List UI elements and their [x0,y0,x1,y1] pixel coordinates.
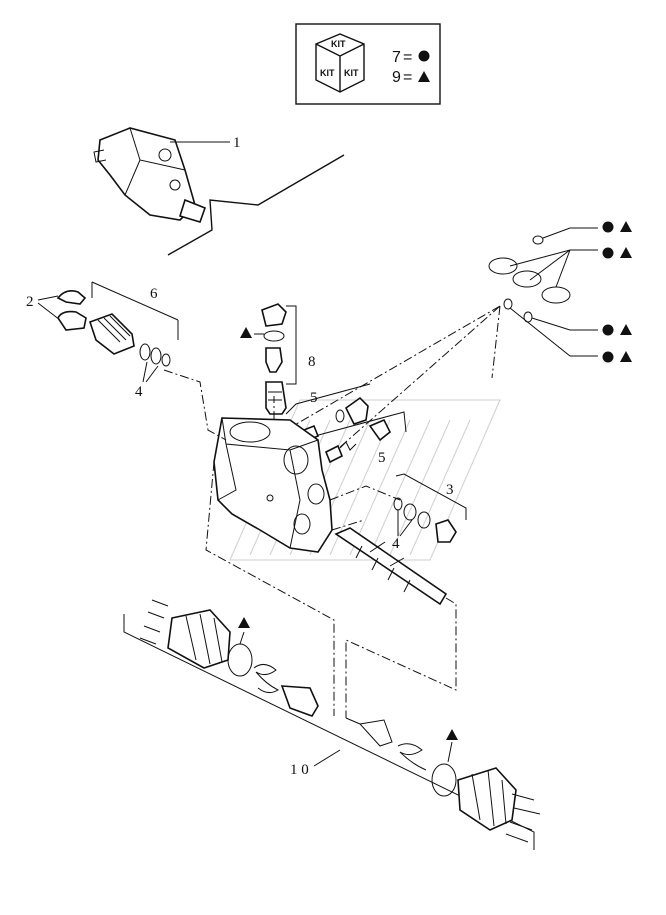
plug-stack: 8 5 [240,303,318,415]
kit-cube-top-label: KIT [331,39,346,49]
break-line [167,154,345,256]
callout-10: 1 0 [290,762,309,778]
bracket-6 [91,281,179,340]
callout-4a: 4 [135,384,143,400]
cartridge-group: 6 4 [88,281,179,400]
leader-2 [37,295,61,321]
kit9-symbol-c [620,324,632,335]
clamp-parts: 2 [26,290,87,331]
kit9-number: 9 [392,69,401,86]
callout-2: 2 [26,294,34,310]
kit7-symbol-b [602,247,614,259]
bracket-5 [285,383,407,441]
end-cap-left [123,599,535,850]
kit-cube-icon: KIT KIT KIT [315,33,365,93]
callout-1: 1 [233,135,241,151]
kit9-symbol-f [446,729,458,740]
kit-legend-box: KIT KIT KIT 7 = 9 = [295,23,441,105]
kit7-circle-icon [418,50,430,62]
valve-assembly-overview: 1 [93,127,241,223]
bracket-3 [395,473,467,520]
kit9-symbol-d [620,351,632,362]
kit9-equals: = [403,69,412,86]
callout-5a: 5 [310,390,318,406]
callout-3: 3 [446,482,454,498]
kit9-symbol-a [620,221,632,232]
kit7-symbol-d [602,351,614,363]
kit7-symbol-a [602,221,614,233]
kit7-number: 7 [392,49,401,66]
kit-cube-left-label: KIT [320,68,335,78]
seal-group-3: 3 4 [392,473,467,552]
kit7-symbol-c [602,324,614,336]
spool [334,527,448,606]
kit9-symbol-b [620,247,632,258]
bracket-8 [286,305,297,385]
seal-kit-group [285,221,632,457]
kit9-triangle-icon [418,71,430,82]
relief-valves: 5 [285,383,407,466]
kit9-triangle-icon-8 [240,327,252,338]
callout-6: 6 [150,286,158,302]
callout-5b: 5 [378,450,386,466]
assembly-lines [163,369,457,718]
kit7-equals: = [403,49,412,66]
end-cap-right [345,717,541,843]
kit-cube-right-label: KIT [344,68,359,78]
leader-4a [142,361,159,383]
leader-4b [397,510,413,537]
callout-8: 8 [308,354,316,370]
callout-4b: 4 [392,536,400,552]
kit9-symbol-e [238,617,250,628]
leader-10 [313,749,341,767]
valve-body [213,417,333,553]
